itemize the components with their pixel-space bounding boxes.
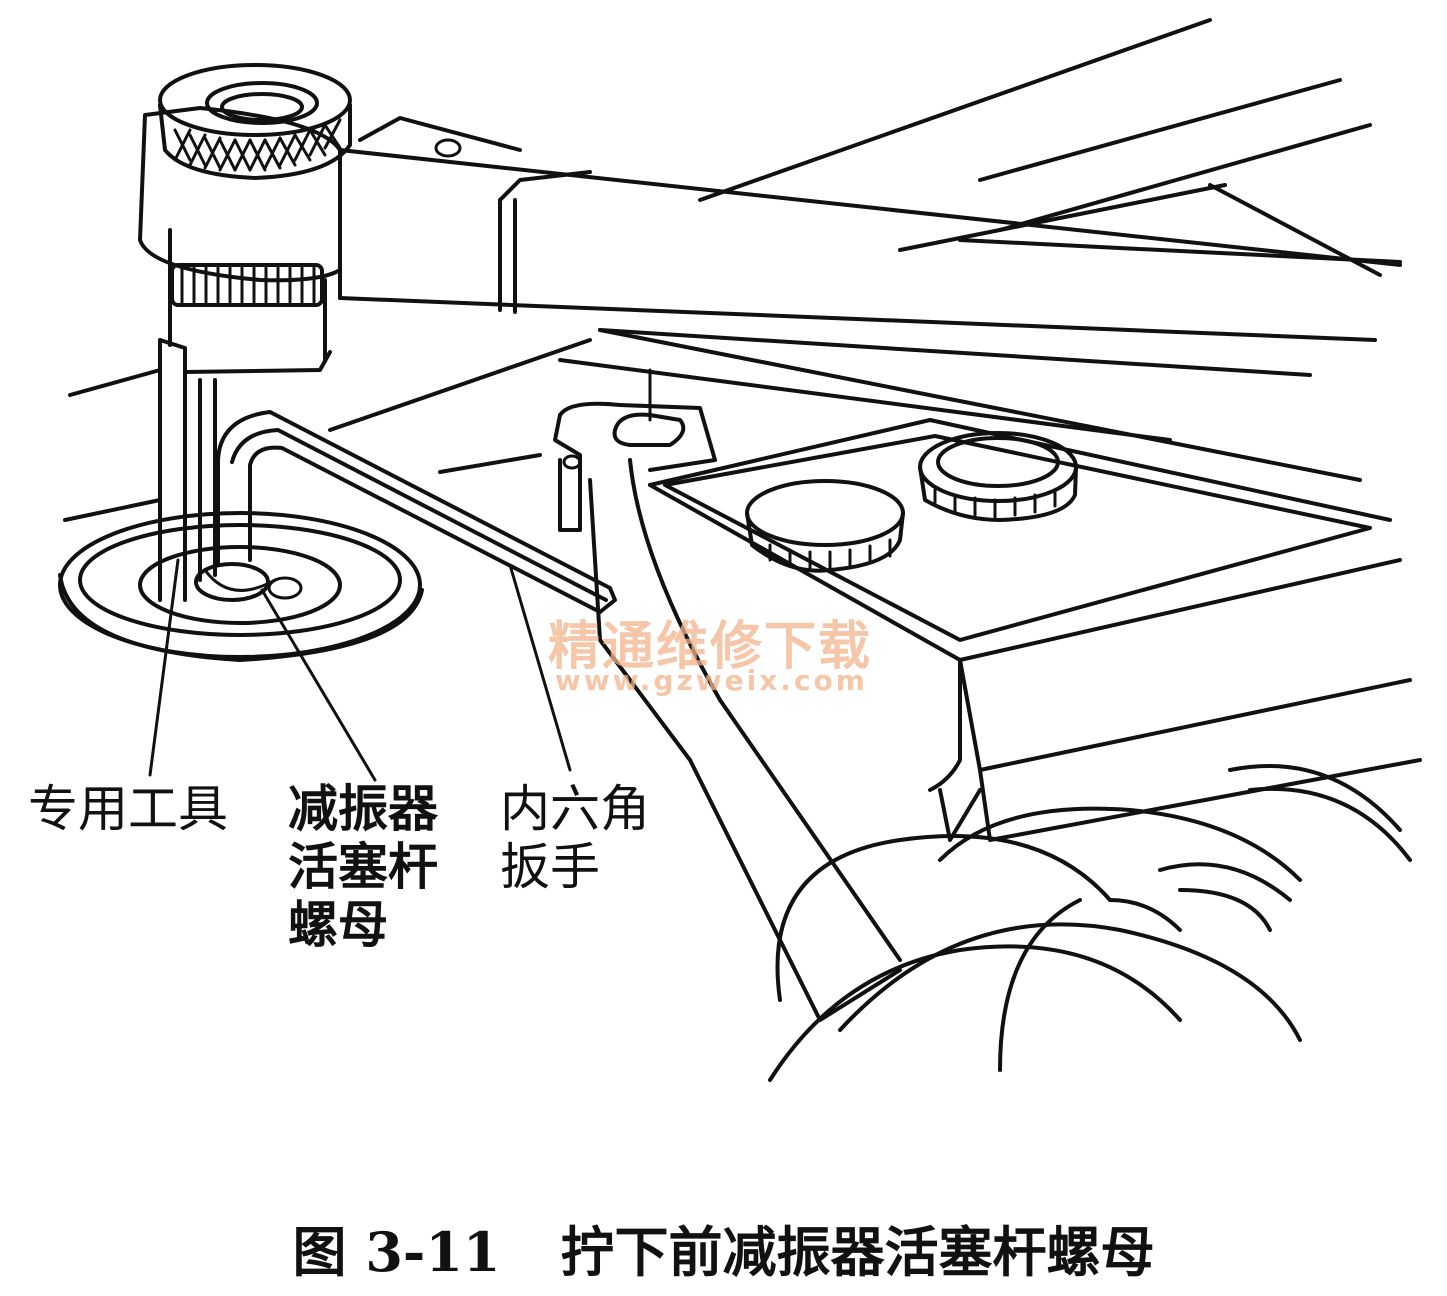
label-nut-line-2: 活塞杆: [288, 838, 438, 896]
label-wrench-line-2: 扳手: [500, 838, 600, 896]
figure-caption: 图 3-11 拧下前减振器活塞杆螺母: [0, 1208, 1447, 1287]
hex-wrench: [203, 410, 617, 614]
figure-title: 拧下前减振器活塞杆螺母: [560, 1220, 1155, 1284]
wheel-curves: [768, 764, 1412, 1082]
watermark-url: www.gzweix.com: [555, 664, 868, 697]
label-nut-line-3: 螺母: [288, 896, 388, 954]
battery-box: [648, 418, 1422, 842]
strut-bracket: [553, 401, 902, 1022]
figure-number: 图 3-11: [292, 1220, 501, 1284]
leader-lines: [148, 368, 652, 782]
watermark-text: 精通维修下载: [548, 617, 873, 677]
strut-mount-disc: [58, 511, 424, 662]
label-special-tool: 专用工具: [28, 780, 228, 838]
torque-wrench: [138, 63, 1402, 377]
label-nut-line-1: 减振器: [288, 780, 438, 838]
special-tool: [158, 228, 332, 602]
label-wrench-line-1: 内六角: [500, 780, 650, 838]
body-panel-lines: [63, 18, 1402, 522]
